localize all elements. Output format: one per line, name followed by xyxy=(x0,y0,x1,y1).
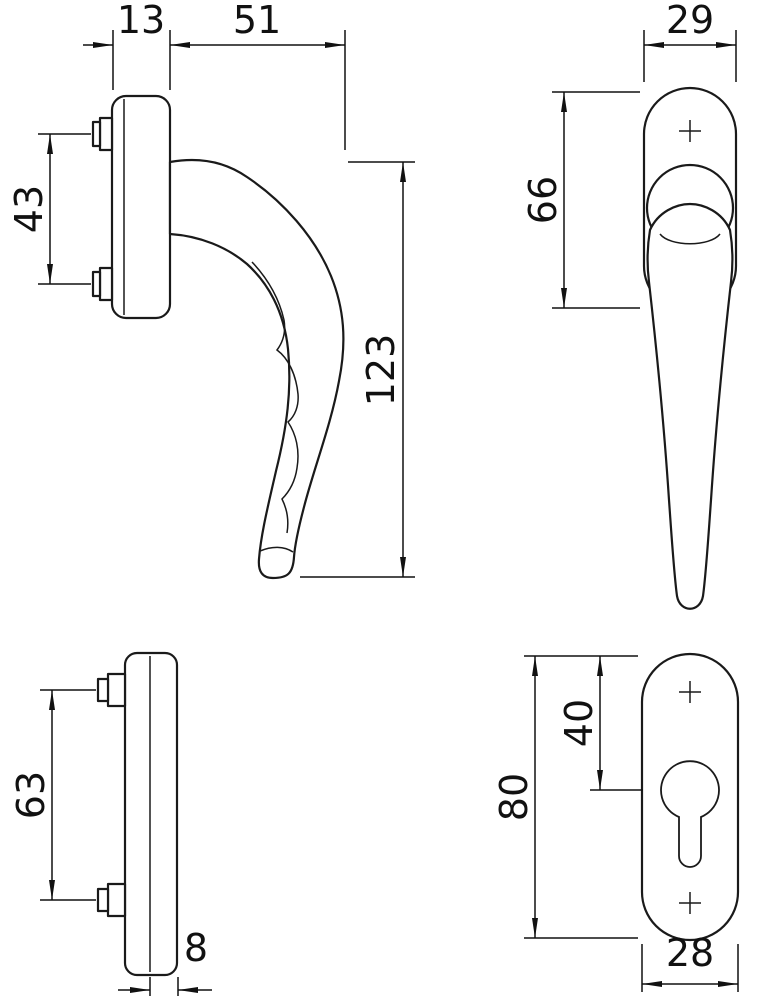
plate-side-screw-boss-bottom-tip xyxy=(96,887,110,913)
euro-cylinder-hole xyxy=(660,760,720,868)
handle-side-screw-boss-top-tip xyxy=(91,120,102,148)
dim-label-plate-height-80: 80 xyxy=(492,773,536,821)
view-handle-side: 13 51 43 123 xyxy=(7,0,415,580)
screw-cross-plate-top xyxy=(679,681,701,703)
dim-label-screw-distance-63: 63 xyxy=(9,771,53,819)
screw-cross-top xyxy=(679,120,701,142)
view-handle-front: 29 66 xyxy=(521,0,738,610)
dim-label-grip-length-123: 123 xyxy=(359,334,403,407)
handle-side-backplate xyxy=(110,94,172,320)
screw-cross-plate-bottom xyxy=(679,892,701,914)
view-plate-front: 80 40 28 xyxy=(492,652,740,992)
dim-label-screw-distance-43: 43 xyxy=(7,185,51,233)
handle-side-grip-tip-line xyxy=(259,546,294,553)
handle-front-collar-line xyxy=(659,233,721,245)
handle-side-finger-grooves xyxy=(251,261,299,534)
handle-side-screw-boss-top xyxy=(98,116,114,152)
plate-front-oval xyxy=(640,652,740,942)
plate-side-body xyxy=(123,651,179,977)
dim-label-projection-51: 51 xyxy=(233,0,281,42)
handle-side-screw-boss-bottom-tip xyxy=(91,270,102,298)
dim-label-rosette-width-29: 29 xyxy=(666,0,714,42)
handle-front-grip xyxy=(646,202,734,610)
handle-side-screw-boss-bottom xyxy=(98,266,114,302)
handle-side-grip xyxy=(168,158,345,580)
plate-side-screw-boss-top-tip xyxy=(96,677,110,703)
view-plate-side: 63 8 xyxy=(9,651,212,996)
dim-label-cylinder-offset-40: 40 xyxy=(557,699,601,747)
dim-label-plate-width-28: 28 xyxy=(666,931,714,975)
dim-label-plate-thickness-8: 8 xyxy=(184,926,208,970)
dim-label-rosette-length-66: 66 xyxy=(521,176,565,224)
dim-label-plate-thickness-13: 13 xyxy=(117,0,165,42)
plate-side-screw-boss-bottom xyxy=(106,882,127,918)
plate-side-screw-boss-top xyxy=(106,672,127,708)
